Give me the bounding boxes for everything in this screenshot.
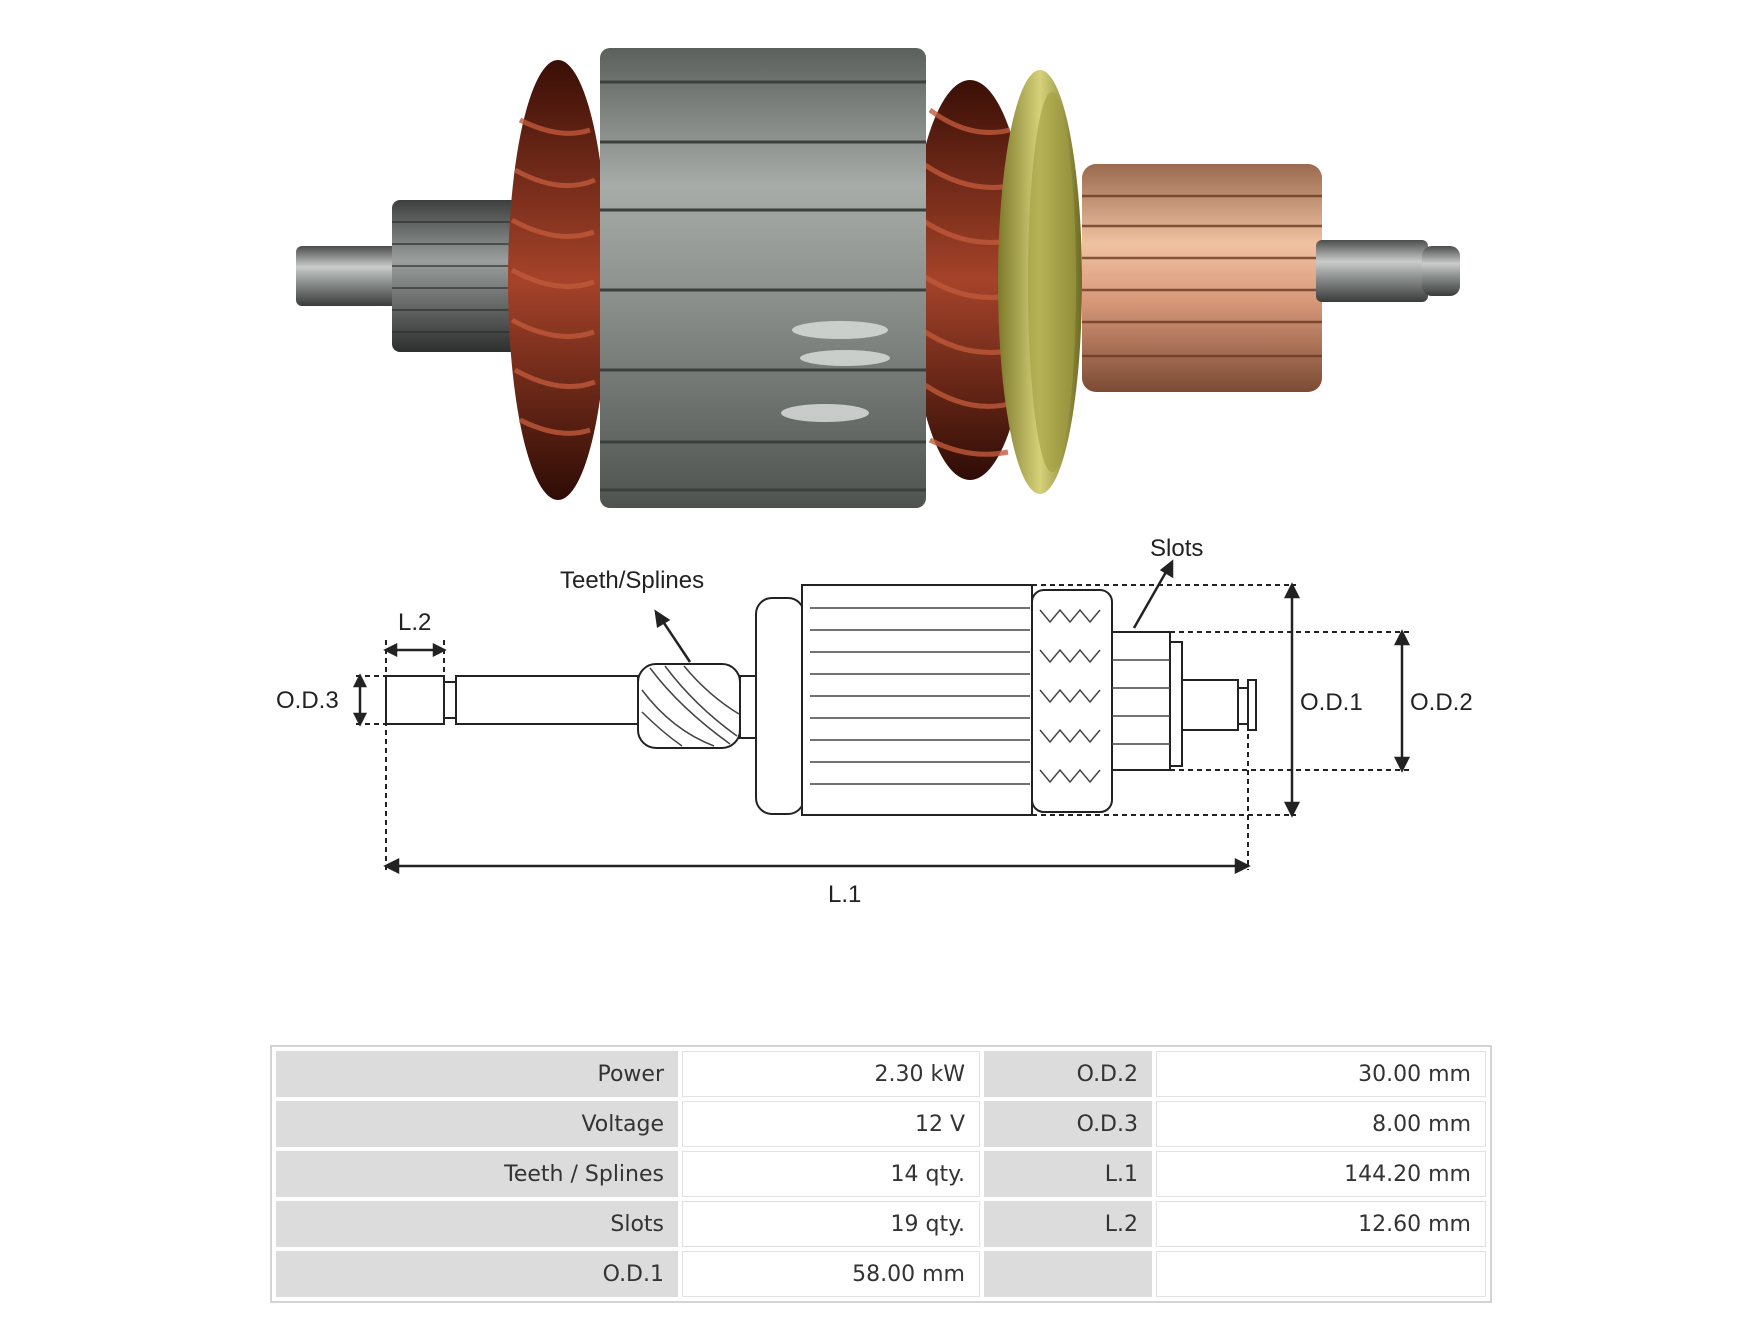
shaft-outline — [455, 675, 639, 725]
left-winding-head — [755, 597, 805, 815]
table-row: Power 2.30 kW O.D.2 30.00 mm — [276, 1051, 1486, 1097]
slots-leader — [1132, 571, 1168, 629]
pinion-outline — [637, 663, 741, 749]
dimension-drawing: Teeth/Splines Slots L.2 O.D.3 O.D.1 O.D.… — [276, 535, 1473, 908]
spec-label: O.D.2 — [984, 1051, 1152, 1097]
spec-label: O.D.1 — [276, 1251, 678, 1297]
left-windings — [508, 60, 608, 500]
right-shaft — [1316, 240, 1460, 302]
l2-label: L.2 — [398, 609, 431, 636]
l1-label: L.1 — [828, 881, 861, 908]
table-row: O.D.1 58.00 mm — [276, 1251, 1486, 1297]
commutator-outline — [1111, 631, 1171, 771]
table-row: Slots 19 qty. L.2 12.60 mm — [276, 1201, 1486, 1247]
spec-value: 12.60 mm — [1156, 1201, 1486, 1247]
spec-value — [1156, 1251, 1486, 1297]
spec-label — [984, 1251, 1152, 1297]
spec-value: 12 V — [682, 1101, 980, 1147]
pinion-gear — [392, 200, 522, 352]
lamination-stack — [600, 48, 926, 508]
spec-label: L.1 — [984, 1151, 1152, 1197]
teeth-splines-label: Teeth/Splines — [560, 567, 704, 594]
spec-label: L.2 — [984, 1201, 1152, 1247]
spec-value: 58.00 mm — [682, 1251, 980, 1297]
right-shaft-outline — [1181, 679, 1239, 731]
spec-table: Power 2.30 kW O.D.2 30.00 mm Voltage 12 … — [270, 1045, 1492, 1303]
spec-label: Power — [276, 1051, 678, 1097]
shaft-end-outline — [385, 675, 445, 725]
left-shaft — [296, 246, 400, 306]
od3-label: O.D.3 — [276, 687, 339, 714]
spec-value: 144.20 mm — [1156, 1151, 1486, 1197]
table-row: Voltage 12 V O.D.3 8.00 mm — [276, 1101, 1486, 1147]
spec-label: Voltage — [276, 1101, 678, 1147]
lamination-outline — [801, 584, 1033, 816]
armature-photo — [296, 48, 1460, 508]
od1-label: O.D.1 — [1300, 689, 1363, 716]
spec-value: 30.00 mm — [1156, 1051, 1486, 1097]
spec-value: 8.00 mm — [1156, 1101, 1486, 1147]
spec-label: O.D.3 — [984, 1101, 1152, 1147]
spec-table-body: Power 2.30 kW O.D.2 30.00 mm Voltage 12 … — [276, 1051, 1486, 1297]
teeth-leader — [660, 619, 692, 663]
spec-value: 2.30 kW — [682, 1051, 980, 1097]
table-row: Teeth / Splines 14 qty. L.1 144.20 mm — [276, 1151, 1486, 1197]
spec-value: 19 qty. — [682, 1201, 980, 1247]
slots-label: Slots — [1150, 535, 1203, 562]
spec-label: Slots — [276, 1201, 678, 1247]
insulator-ring — [998, 70, 1082, 494]
spec-label: Teeth / Splines — [276, 1151, 678, 1197]
od2-label: O.D.2 — [1410, 689, 1473, 716]
spec-value: 14 qty. — [682, 1151, 980, 1197]
commutator — [1082, 164, 1322, 392]
